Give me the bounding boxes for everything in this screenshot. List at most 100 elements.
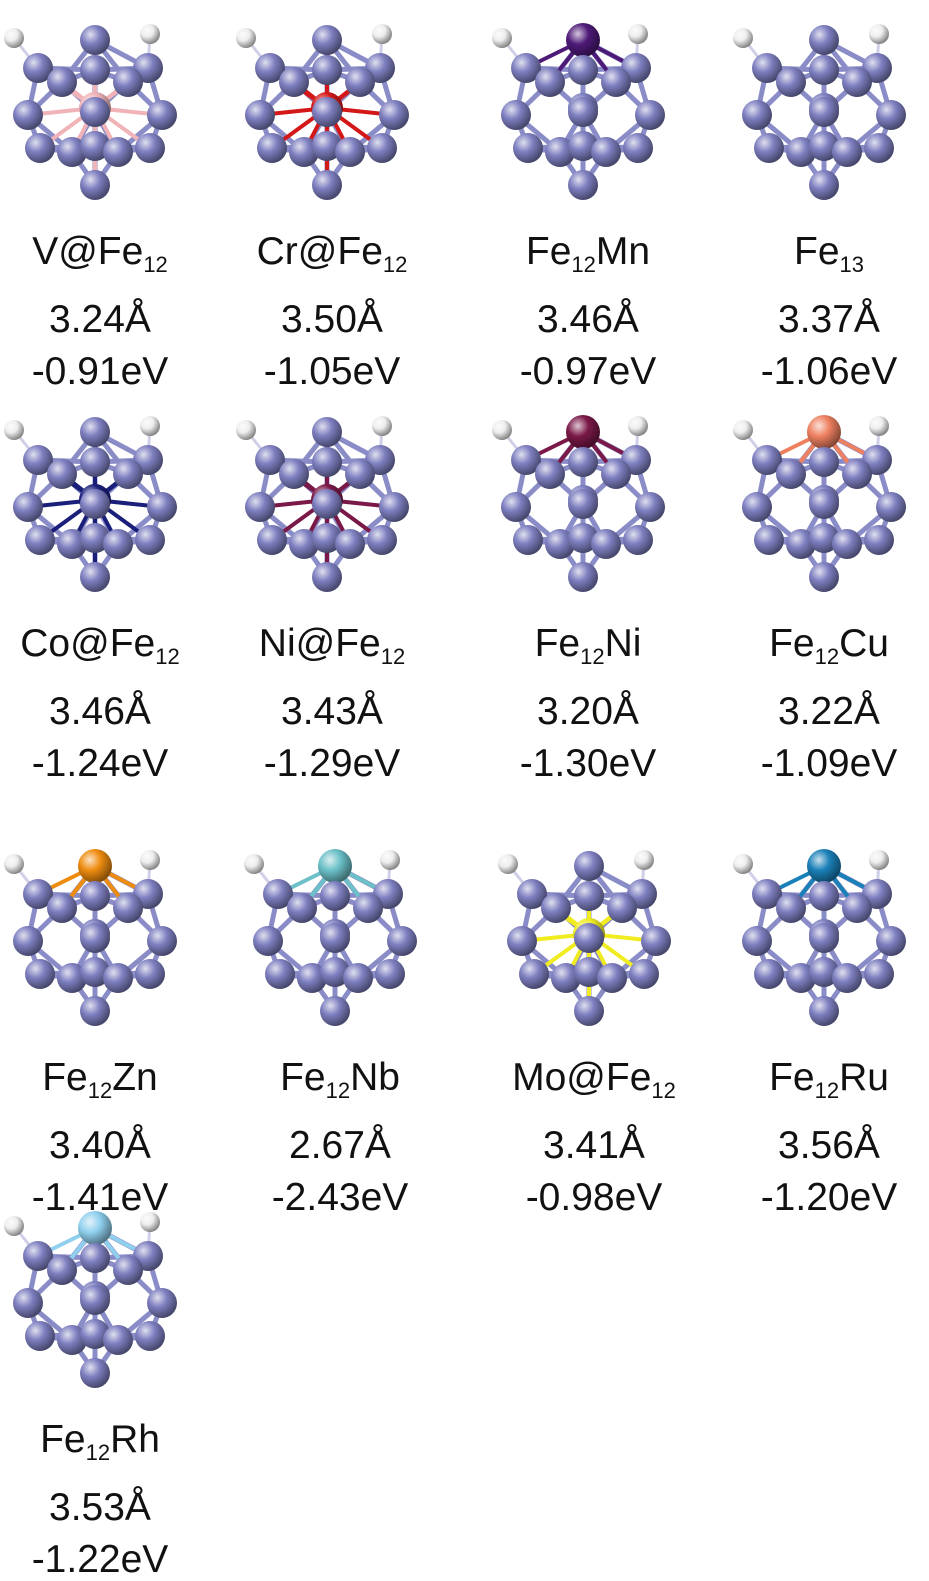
fe-atom (876, 100, 906, 130)
fe-atom (864, 959, 894, 989)
cluster-name: V@Fe12 (32, 230, 168, 277)
fe-atom (135, 133, 165, 163)
h-h-distance: 3.37Å (778, 298, 880, 341)
fe-atom (312, 25, 342, 55)
cluster-structure-image (236, 416, 409, 592)
atoms (733, 24, 906, 200)
fe-atom (519, 959, 549, 989)
fe-atom (832, 963, 862, 993)
fe-atom (135, 959, 165, 989)
fe-atom (601, 67, 631, 97)
fe-atom (568, 489, 598, 519)
cluster-structure-image (4, 416, 177, 592)
cluster-structure-image (492, 415, 665, 592)
cluster-name: Fe12Ni (534, 622, 642, 669)
fe-atom (597, 963, 627, 993)
fe-atom (601, 459, 631, 489)
fe-atom (607, 893, 637, 923)
hydrogen-atom (140, 416, 160, 436)
adsorption-energy: -1.09eV (760, 742, 898, 785)
fe-atom (379, 100, 409, 130)
atoms (4, 24, 177, 200)
hydrogen-atom (140, 850, 160, 870)
fe-atom (255, 445, 285, 475)
fe-atom (809, 447, 839, 477)
fe-atom (623, 525, 653, 555)
fe-atom (752, 445, 782, 475)
fe-atom (876, 492, 906, 522)
fe-atom (23, 53, 53, 83)
fe-atom (641, 926, 671, 956)
fe-atom (809, 55, 839, 85)
fe-atom (379, 492, 409, 522)
h-h-distance: 3.40Å (49, 1124, 151, 1167)
hydrogen-atom (869, 416, 889, 436)
fe-atom (864, 525, 894, 555)
fe-atom (80, 489, 110, 519)
fe-atom (80, 523, 110, 553)
cluster-cell-fe12ni: Fe12Ni 3.20Å -1.30eV (488, 392, 720, 785)
fe-atom (80, 417, 110, 447)
fe-atom (832, 137, 862, 167)
cluster-cell-cr-fe12: Cr@Fe12 3.50Å -1.05eV (232, 0, 464, 393)
adsorption-energy: -1.20eV (760, 1176, 898, 1219)
fe-atom (842, 459, 872, 489)
cluster-structure-image (733, 415, 906, 592)
fe-atom (574, 923, 604, 953)
atoms (492, 415, 665, 592)
hydrogen-atom (372, 24, 392, 44)
fe-atom (289, 137, 319, 167)
fe-atom (312, 489, 342, 519)
adsorption-energy: -1.29eV (263, 742, 401, 785)
cluster-cell-v-fe12: V@Fe12 3.24Å -0.91eV (0, 0, 232, 391)
fe-atom (312, 417, 342, 447)
fe-atom (80, 1319, 110, 1349)
cluster-structure-image (733, 24, 906, 200)
fe-atom (776, 459, 806, 489)
fe-atom (635, 492, 665, 522)
fe-atom (13, 926, 43, 956)
hydrogen-atom (244, 854, 264, 874)
fe-atom (312, 55, 342, 85)
fe-atom (786, 529, 816, 559)
cluster-name: Fe12Zn (42, 1056, 158, 1103)
atoms (4, 849, 177, 1026)
fe-atom (809, 562, 839, 592)
atoms (492, 23, 665, 200)
atoms (244, 849, 417, 1026)
hydrogen-atom (4, 28, 24, 48)
hydrogen-atom (634, 850, 654, 870)
fe-atom (501, 100, 531, 130)
hydrogen-atom (380, 850, 400, 870)
fe-atom (80, 131, 110, 161)
cluster-cell-mo-fe12: Mo@Fe12 3.41Å -0.98eV (494, 826, 726, 1219)
adsorption-energy: -1.41eV (31, 1176, 169, 1219)
dopant-atom (78, 849, 112, 883)
fe-atom (265, 959, 295, 989)
dopant-atom (566, 23, 600, 57)
fe-atom (312, 523, 342, 553)
adsorption-energy: -1.22eV (31, 1538, 169, 1581)
hydrogen-atom (236, 28, 256, 48)
cluster-cell-fe12zn: Fe12Zn 3.40Å -1.41eV (0, 826, 232, 1219)
adsorption-energy: -0.98eV (525, 1176, 663, 1219)
fe-atom (568, 55, 598, 85)
fe-atom (47, 893, 77, 923)
fe-atom (574, 957, 604, 987)
fe-atom (591, 137, 621, 167)
fe-atom (147, 1288, 177, 1318)
adsorption-energy: -1.30eV (519, 742, 657, 785)
fe-atom (279, 459, 309, 489)
fe-atom (80, 996, 110, 1026)
fe-atom (253, 926, 283, 956)
hydrogen-atom (628, 24, 648, 44)
fe-atom (13, 1288, 43, 1318)
hydrogen-atom (733, 854, 753, 874)
dopant-atom (566, 415, 600, 449)
adsorption-energy: -1.05eV (263, 350, 401, 393)
cluster-cell-fe12rh: Fe12Rh 3.53Å -1.22eV (0, 1188, 232, 1581)
fe-atom (312, 97, 342, 127)
hydrogen-atom (140, 24, 160, 44)
h-h-distance: 3.41Å (543, 1124, 645, 1167)
dopant-atom (318, 849, 352, 883)
